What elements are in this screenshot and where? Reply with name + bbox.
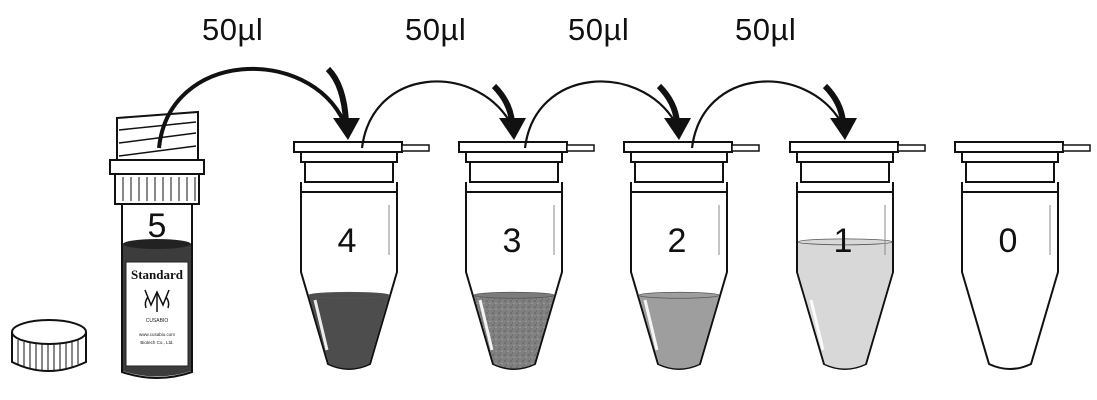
transfer-arrow-4-to-3 — [360, 80, 526, 149]
tube-hinge-tab — [401, 144, 430, 152]
tube-rim — [630, 151, 728, 163]
tube-rim — [300, 151, 398, 163]
tube-rim — [796, 151, 894, 163]
vial-label-brand: CUSABIO — [146, 318, 169, 324]
arrowhead-icon — [664, 118, 691, 140]
tube-lid — [458, 141, 568, 153]
tube-collar — [469, 161, 559, 183]
vial-label-title: Standard — [131, 267, 184, 282]
volume-label-5-to-4: 50µl — [202, 12, 264, 47]
vial-label-line1: www.cusabio.com — [139, 332, 175, 337]
tube-collar — [800, 161, 890, 183]
tube-number: 1 — [834, 222, 853, 260]
transfer-arrow-5-to-4 — [157, 66, 360, 149]
tube-0: 0 — [954, 141, 1091, 370]
tube-lid — [954, 141, 1064, 153]
tube-number: 4 — [338, 222, 357, 260]
tube-lid — [293, 141, 403, 153]
tube-number: 3 — [503, 222, 522, 260]
tube-liquid — [308, 295, 390, 369]
tube-collar — [965, 161, 1055, 183]
transfer-arrows — [157, 66, 857, 149]
arrowhead-icon — [499, 118, 526, 140]
tube-hinge-tab — [1062, 144, 1091, 152]
arrowhead-icon — [830, 118, 857, 140]
volume-label-4-to-3: 50µl — [405, 12, 467, 47]
transfer-arrow-3-to-2 — [523, 80, 691, 149]
tube-3: 3 — [458, 141, 595, 370]
tube-liquid — [638, 295, 720, 369]
tube-liquid — [473, 295, 555, 369]
tube-hinge-tab — [897, 144, 926, 152]
vial-cap — [11, 319, 87, 372]
vial-label-line2: Biotech Co., Ltd. — [140, 340, 173, 345]
tube-hinge-tab — [566, 144, 595, 152]
tube-lid — [789, 141, 899, 153]
volume-label-2-to-1: 50µl — [735, 12, 797, 47]
tube-number: 2 — [668, 222, 687, 260]
dilution-tubes: 4 3 2 1 0 — [293, 141, 1091, 370]
tube-collar — [634, 161, 724, 183]
tube-collar — [304, 161, 394, 183]
tube-lid — [623, 141, 733, 153]
tube-4: 4 — [293, 141, 430, 370]
tube-hinge-tab — [731, 144, 760, 152]
cusabio-logo-icon — [144, 289, 170, 312]
tube-1: 1 — [789, 141, 926, 370]
vial-number: 5 — [148, 207, 167, 245]
tube-liquid — [798, 241, 892, 369]
arrowhead-icon — [333, 118, 360, 140]
tube-rim — [465, 151, 563, 163]
transfer-arrow-2-to-1 — [690, 80, 857, 149]
tube-number: 0 — [999, 222, 1018, 260]
tube-body — [961, 191, 1059, 370]
tube-2: 2 — [623, 141, 760, 370]
volume-label-3-to-2: 50µl — [568, 12, 630, 47]
tube-rim — [961, 151, 1059, 163]
stock-vial-5: Standard CUSABIO www.cusabio.com Biotech… — [109, 110, 205, 379]
